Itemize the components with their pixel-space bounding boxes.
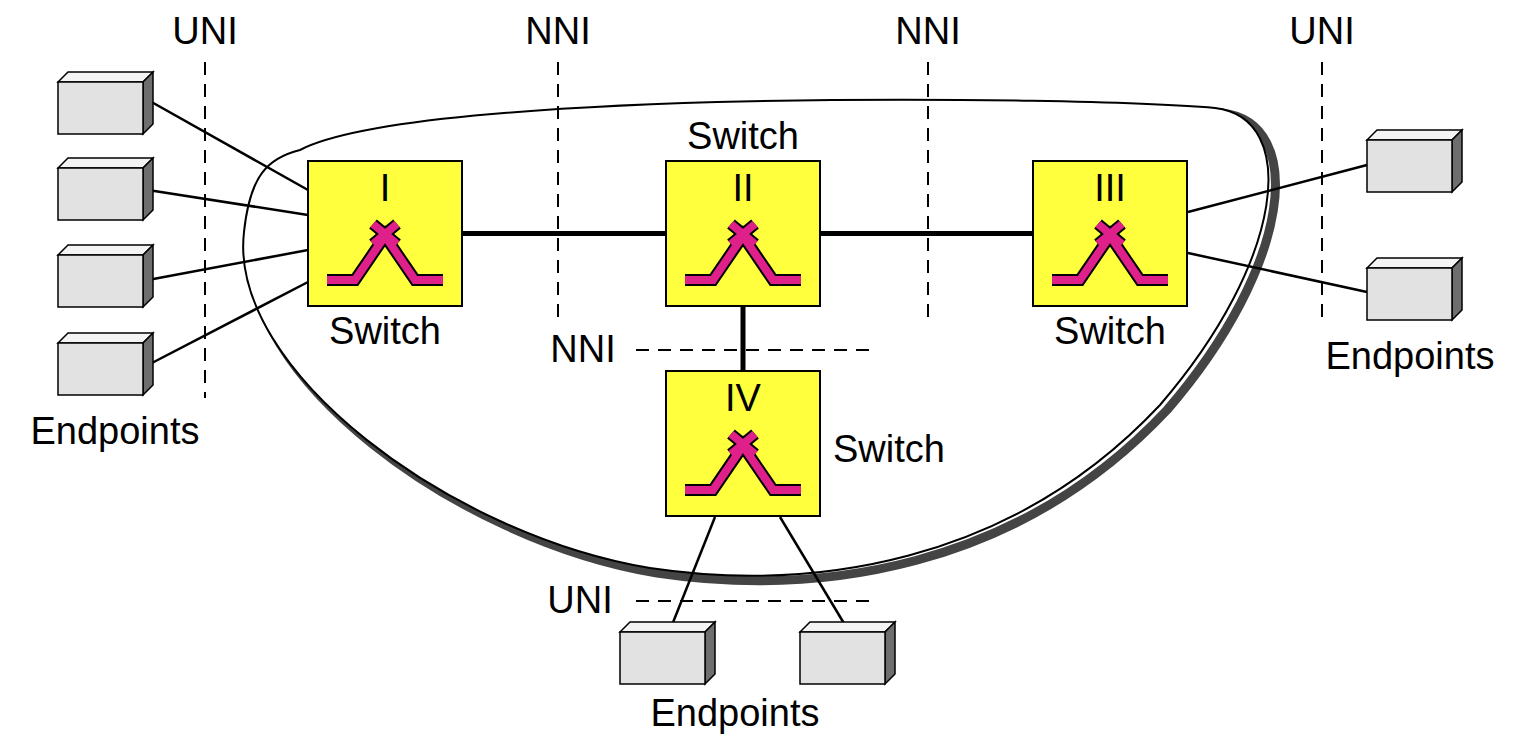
trunk-link bbox=[821, 231, 1032, 236]
switch-box: IIISwitch bbox=[1032, 160, 1188, 307]
trunk-link bbox=[463, 231, 665, 236]
switch-label: Switch bbox=[329, 311, 441, 353]
switch-number: IV bbox=[725, 378, 761, 420]
group-label: Endpoints bbox=[1322, 336, 1497, 378]
switch-number: III bbox=[1094, 168, 1126, 210]
switch-label: Switch bbox=[833, 429, 945, 471]
network-cloud bbox=[243, 100, 1268, 576]
interface-label: NNI bbox=[892, 11, 963, 53]
switch-label: Switch bbox=[687, 116, 799, 158]
switch-box: IVSwitch bbox=[665, 370, 821, 517]
switch-number: II bbox=[732, 168, 753, 210]
switch-label: Switch bbox=[1054, 311, 1166, 353]
group-label: Endpoints bbox=[27, 411, 202, 453]
trunk-link bbox=[741, 307, 746, 370]
interface-label: UNI bbox=[544, 580, 615, 622]
switch-box: ISwitch bbox=[307, 160, 463, 307]
endpoint-devices bbox=[58, 72, 1462, 684]
switch-number: I bbox=[380, 168, 391, 210]
interface-boundaries bbox=[205, 62, 1322, 601]
group-label: Endpoints bbox=[647, 693, 822, 735]
switch-box: SwitchII bbox=[665, 160, 821, 307]
interface-label: NNI bbox=[547, 329, 618, 371]
interface-label: NNI bbox=[522, 11, 593, 53]
interface-label: UNI bbox=[1286, 11, 1357, 53]
access-wires bbox=[148, 100, 1367, 630]
interface-label: UNI bbox=[169, 11, 240, 53]
